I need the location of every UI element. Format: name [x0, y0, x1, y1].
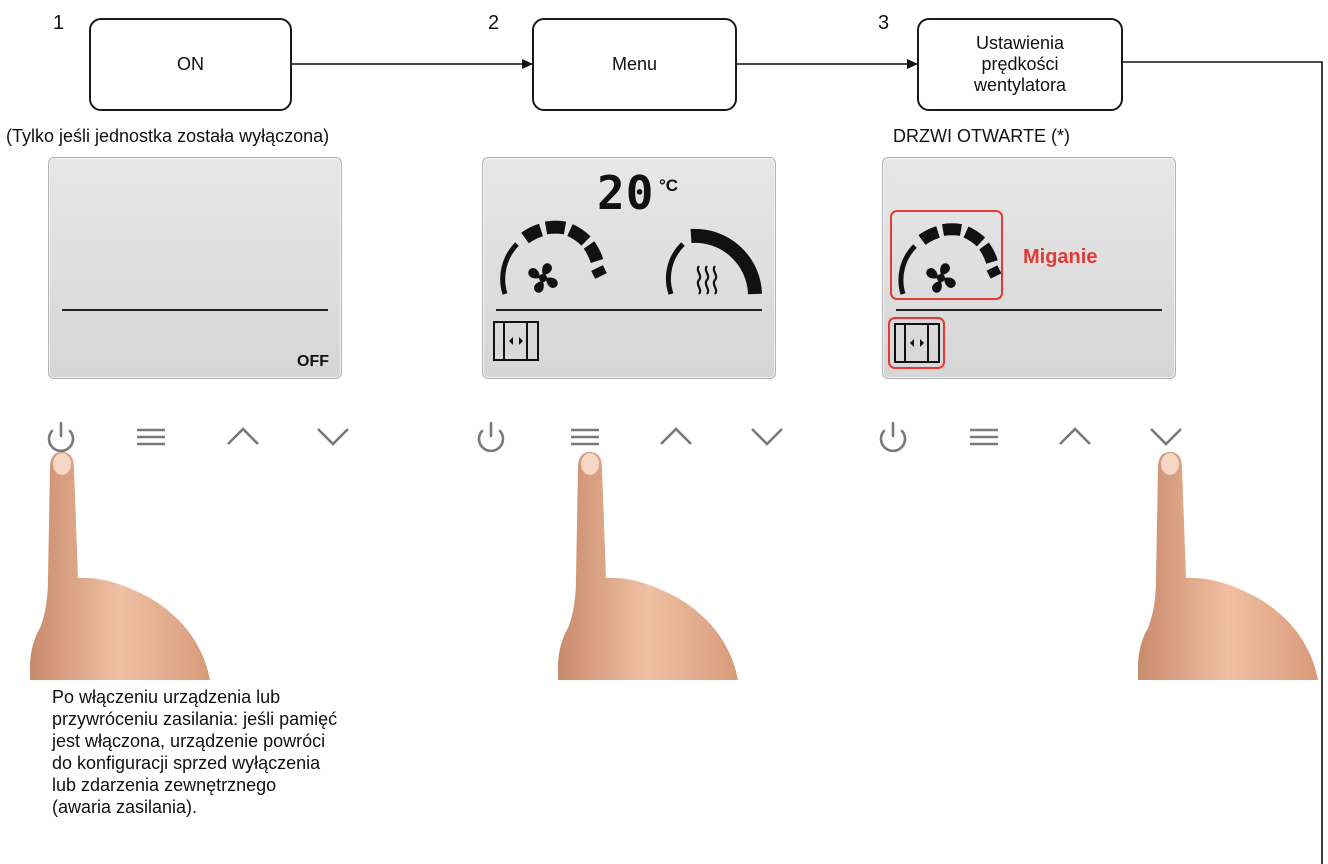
display-divider: [62, 309, 328, 311]
step-1-label: ON: [177, 54, 204, 74]
heating-gauge: [665, 228, 762, 295]
display-off: OFF: [48, 157, 342, 379]
display-menu: 20 °C: [482, 157, 776, 379]
power-icon: [879, 421, 907, 453]
door-icon: [493, 321, 539, 361]
fan-icon: [926, 263, 956, 293]
fan-gauge-highlight: [890, 210, 1003, 300]
arrow-3-continue: [1122, 61, 1323, 864]
menu-icon: [968, 428, 1000, 446]
finger-press-down-icon: [1138, 452, 1318, 680]
step-2-number: 2: [488, 12, 500, 34]
door-icon-highlight: [888, 317, 945, 369]
off-status: OFF: [297, 353, 329, 370]
step-3-label: Ustawienia prędkości wentylatora: [973, 33, 1067, 95]
display-fan-speed: Miganie: [882, 157, 1176, 379]
down-icon: [316, 427, 350, 446]
step-2-box: Menu: [532, 18, 737, 111]
step-1-caption: (Tylko jeśli jednostka została wyłączona…: [6, 126, 330, 146]
blink-label: Miganie: [1023, 246, 1098, 268]
temperature-value: 20: [597, 166, 655, 220]
up-icon: [659, 427, 693, 446]
power-restore-note: Po włączeniu urządzenia lub przywróceniu…: [52, 687, 338, 817]
display-divider: [496, 309, 762, 311]
finger-press-power-icon: [30, 452, 210, 680]
menu-icon: [569, 428, 601, 446]
step-3-number: 3: [878, 12, 890, 34]
step-2-label: Menu: [611, 54, 658, 74]
menu-icon: [135, 428, 167, 446]
power-icon: [47, 421, 75, 453]
temperature-unit: °C: [659, 176, 679, 195]
down-icon: [1149, 427, 1183, 446]
fan-speed-gauge: [500, 220, 607, 295]
down-icon: [750, 427, 784, 446]
step-1-box: ON: [89, 18, 292, 111]
finger-press-menu-icon: [558, 452, 738, 680]
step-3-caption: DRZWI OTWARTE (*): [893, 126, 1070, 146]
step-3-box: Ustawienia prędkości wentylatora: [917, 18, 1123, 111]
up-icon: [226, 427, 260, 446]
fan-icon: [528, 263, 558, 293]
door-icon: [894, 323, 940, 363]
heater-icon: [696, 265, 718, 295]
fan-speed-gauge-blinking: [898, 223, 1002, 295]
up-icon: [1058, 427, 1092, 446]
display-divider: [896, 309, 1162, 311]
step-1-number: 1: [53, 12, 65, 34]
power-icon: [477, 421, 505, 453]
